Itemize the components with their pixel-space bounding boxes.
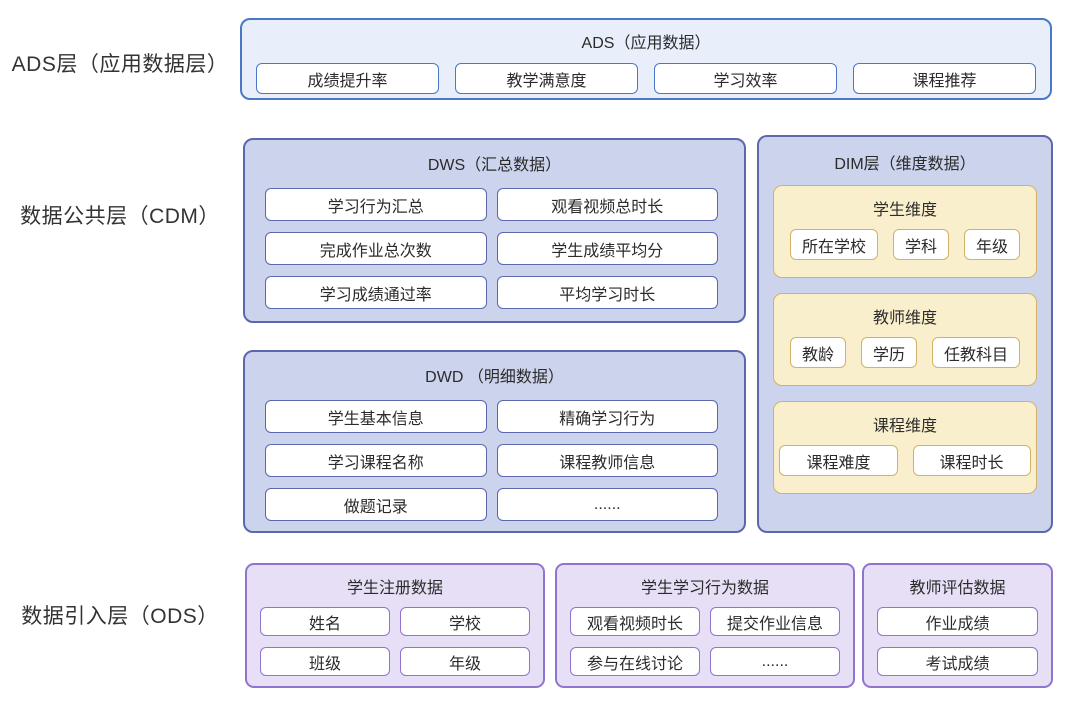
dwd-box: DWD （明细数据） 学生基本信息 精确学习行为 学习课程名称 课程教师信息 做… bbox=[243, 350, 746, 533]
dim-box-title: DIM层（维度数据） bbox=[834, 156, 976, 173]
dim-group-course-title: 课程维度 bbox=[872, 418, 937, 435]
dim-item-node: 任教科目 bbox=[932, 337, 1021, 368]
ods-items-grid: 姓名 学校 班级 年级 bbox=[247, 598, 543, 676]
ods-item-node: 观看视频时长 bbox=[570, 607, 700, 636]
dim-item-node: 年级 bbox=[964, 229, 1021, 260]
dim-group-student-title: 学生维度 bbox=[872, 202, 937, 219]
ods-item-node: ...... bbox=[710, 647, 840, 676]
ods-box-teacher-evaluation: 教师评估数据 作业成绩 考试成绩 bbox=[862, 563, 1053, 688]
dwd-item-node: 做题记录 bbox=[265, 488, 487, 521]
dwd-item-node: 学习课程名称 bbox=[265, 444, 487, 477]
ods-item-node: 考试成绩 bbox=[877, 647, 1038, 676]
ods-box-title: 学生学习行为数据 bbox=[640, 580, 769, 597]
ods-box-student-learning-behavior: 学生学习行为数据 观看视频时长 提交作业信息 参与在线讨论 ...... bbox=[555, 563, 855, 688]
dim-group-teacher: 教师维度 教龄 学历 任教科目 bbox=[773, 293, 1037, 386]
dwd-item-node: 课程教师信息 bbox=[496, 444, 718, 477]
dim-item-node: 学历 bbox=[860, 337, 917, 368]
dim-groups-column: 学生维度 所在学校 学科 年级 教师维度 教龄 学历 任教科目 课程维度 课程 bbox=[759, 174, 1051, 522]
ods-items-grid: 作业成绩 考试成绩 bbox=[864, 598, 1051, 676]
dws-item-node: 完成作业总次数 bbox=[265, 232, 487, 265]
cdm-layer-label: 数据公共层（CDM） bbox=[20, 205, 220, 228]
ods-box-student-registration: 学生注册数据 姓名 学校 班级 年级 bbox=[245, 563, 545, 688]
dim-item-node: 教龄 bbox=[789, 337, 846, 368]
dwd-box-title: DWD （明细数据） bbox=[425, 369, 564, 386]
ods-item-node: 班级 bbox=[260, 647, 390, 676]
dws-item-node: 学习行为汇总 bbox=[265, 188, 487, 221]
dim-group-student: 学生维度 所在学校 学科 年级 bbox=[773, 185, 1037, 278]
dws-item-node: 平均学习时长 bbox=[496, 276, 718, 309]
dim-item-node: 课程时长 bbox=[912, 445, 1031, 476]
dws-box-title: DWS（汇总数据） bbox=[427, 157, 562, 174]
dim-box: DIM层（维度数据） 学生维度 所在学校 学科 年级 教师维度 教龄 学历 任教… bbox=[757, 135, 1053, 533]
ods-items-grid: 观看视频时长 提交作业信息 参与在线讨论 ...... bbox=[557, 598, 853, 676]
ods-item-node: 参与在线讨论 bbox=[570, 647, 700, 676]
dws-items-grid: 学习行为汇总 观看视频总时长 完成作业总次数 学生成绩平均分 学习成绩通过率 平… bbox=[245, 175, 744, 309]
ods-box-title: 教师评估数据 bbox=[909, 580, 1006, 597]
ods-layer-label: 数据引入层（ODS） bbox=[21, 605, 219, 628]
ads-item-node: 学习效率 bbox=[654, 63, 837, 94]
ads-item-node: 课程推荐 bbox=[853, 63, 1036, 94]
dwd-item-node: 精确学习行为 bbox=[496, 400, 718, 433]
ads-layer-label: ADS层（应用数据层） bbox=[11, 53, 229, 76]
ods-item-node: 姓名 bbox=[260, 607, 390, 636]
ods-item-node: 提交作业信息 bbox=[710, 607, 840, 636]
ads-item-node: 教学满意度 bbox=[455, 63, 638, 94]
dws-box: DWS（汇总数据） 学习行为汇总 观看视频总时长 完成作业总次数 学生成绩平均分… bbox=[243, 138, 746, 323]
ads-box: ADS（应用数据） 成绩提升率 教学满意度 学习效率 课程推荐 bbox=[240, 18, 1052, 100]
dim-group-teacher-items: 教龄 学历 任教科目 bbox=[782, 337, 1028, 368]
ods-item-node: 学校 bbox=[400, 607, 530, 636]
dim-item-node: 课程难度 bbox=[779, 445, 898, 476]
dwd-item-node: ...... bbox=[496, 488, 718, 521]
ods-item-node: 年级 bbox=[400, 647, 530, 676]
ods-item-node: 作业成绩 bbox=[877, 607, 1038, 636]
dim-group-course: 课程维度 课程难度 课程时长 bbox=[773, 401, 1037, 494]
dim-group-student-items: 所在学校 学科 年级 bbox=[782, 229, 1028, 260]
dim-item-node: 学科 bbox=[892, 229, 949, 260]
dwd-item-node: 学生基本信息 bbox=[265, 400, 487, 433]
dim-group-course-items: 课程难度 课程时长 bbox=[779, 445, 1031, 476]
dwd-items-grid: 学生基本信息 精确学习行为 学习课程名称 课程教师信息 做题记录 ...... bbox=[245, 387, 744, 521]
ads-item-node: 成绩提升率 bbox=[256, 63, 439, 94]
ads-box-title: ADS（应用数据） bbox=[581, 35, 711, 52]
ads-items-row: 成绩提升率 教学满意度 学习效率 课程推荐 bbox=[242, 53, 1050, 94]
dws-item-node: 学生成绩平均分 bbox=[496, 232, 718, 265]
dws-item-node: 观看视频总时长 bbox=[496, 188, 718, 221]
ods-box-title: 学生注册数据 bbox=[346, 580, 443, 597]
dim-item-node: 所在学校 bbox=[789, 229, 878, 260]
dim-group-teacher-title: 教师维度 bbox=[872, 310, 937, 327]
dws-item-node: 学习成绩通过率 bbox=[265, 276, 487, 309]
